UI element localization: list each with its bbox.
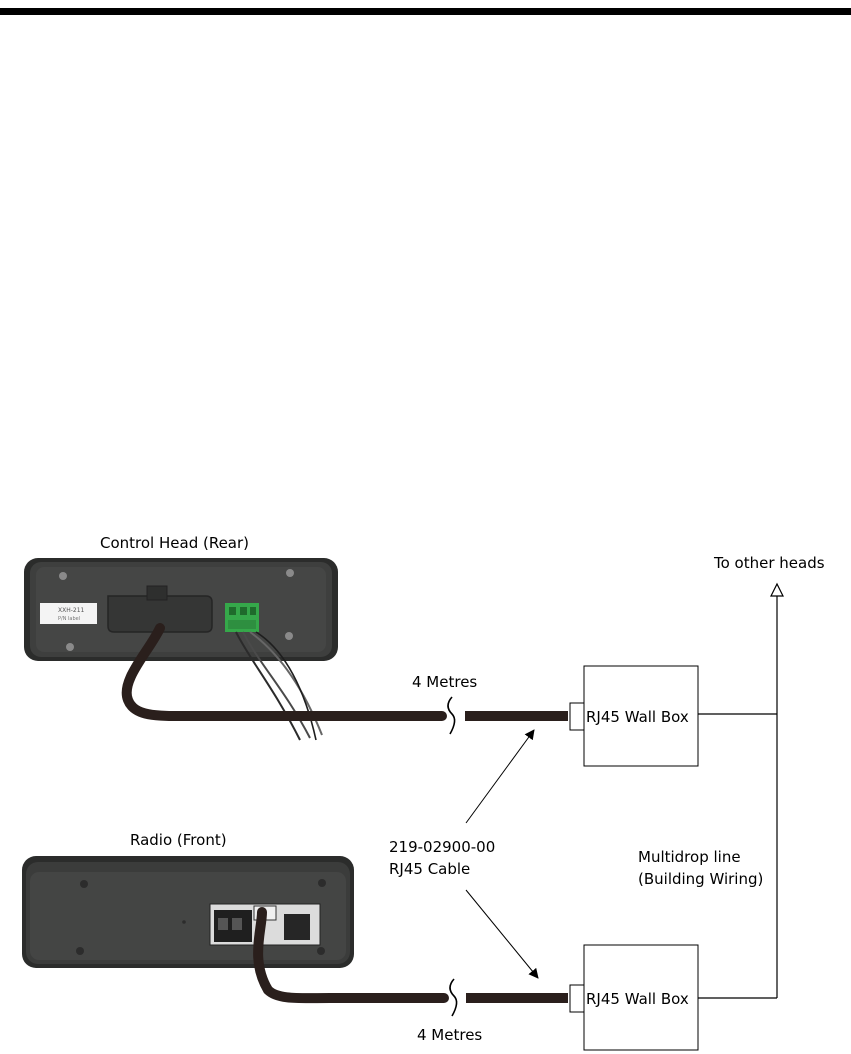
rj45-wall-box-bottom: RJ45 Wall Box	[569, 944, 699, 1051]
length-label-top: 4 Metres	[412, 673, 477, 691]
screw-icon	[66, 643, 74, 651]
part-number-sticker	[40, 603, 97, 624]
screw-icon	[76, 947, 84, 955]
cable-description: RJ45 Cable	[389, 860, 470, 878]
cable-part-number: 219-02900-00	[389, 838, 495, 856]
wall-box-label-bottom: RJ45 Wall Box	[586, 990, 689, 1008]
wall-box-port	[569, 984, 585, 1013]
screw-icon	[286, 569, 294, 577]
screw-icon	[285, 632, 293, 640]
wall-box-label-top: RJ45 Wall Box	[586, 708, 689, 726]
open-arrow-up-icon	[770, 582, 784, 597]
to-other-heads-label: To other heads	[713, 554, 825, 572]
building-wiring-label: (Building Wiring)	[638, 870, 763, 888]
radio-device	[22, 856, 354, 968]
wall-box-port	[569, 702, 585, 731]
screw-icon	[80, 880, 88, 888]
callout-arrow-bottom	[465, 889, 539, 979]
radio-cable	[253, 907, 449, 1004]
top-rule	[0, 8, 851, 15]
callout-arrow-top	[465, 729, 535, 824]
sticker-text: XXH-211	[58, 607, 85, 614]
screw-icon	[317, 947, 325, 955]
sticker-text: P/N label	[58, 616, 80, 622]
control-head-device: XXH-211 P/N label	[24, 558, 338, 741]
control-head-cable	[121, 623, 447, 722]
radio-label: Radio (Front)	[130, 831, 227, 849]
screw-icon	[318, 879, 326, 887]
screw-icon	[59, 572, 67, 580]
cable-break-icon	[449, 978, 458, 1017]
rj45-wall-box-top: RJ45 Wall Box	[569, 665, 699, 767]
multidrop-label: Multidrop line	[638, 848, 741, 866]
length-label-bottom: 4 Metres	[417, 1026, 482, 1044]
control-head-label: Control Head (Rear)	[100, 534, 249, 552]
cable-break-icon	[447, 696, 456, 735]
multidrop-line	[698, 582, 784, 999]
green-terminal-connector	[225, 603, 259, 632]
